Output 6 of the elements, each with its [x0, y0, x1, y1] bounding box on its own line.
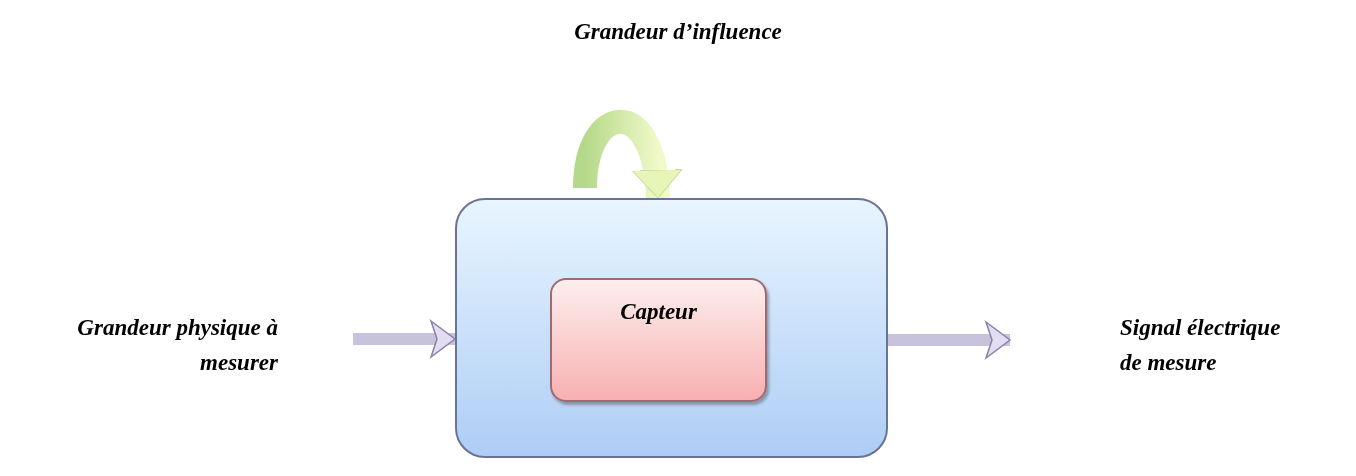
process-box — [455, 198, 888, 458]
output-label: Signal électrique de mesure — [1119, 314, 1282, 377]
box-label: Capteur — [619, 298, 698, 326]
influence-label: Grandeur d’influence — [574, 19, 782, 44]
process-box — [550, 278, 767, 402]
input-label: Grandeur physique à mesurer — [76, 314, 278, 377]
